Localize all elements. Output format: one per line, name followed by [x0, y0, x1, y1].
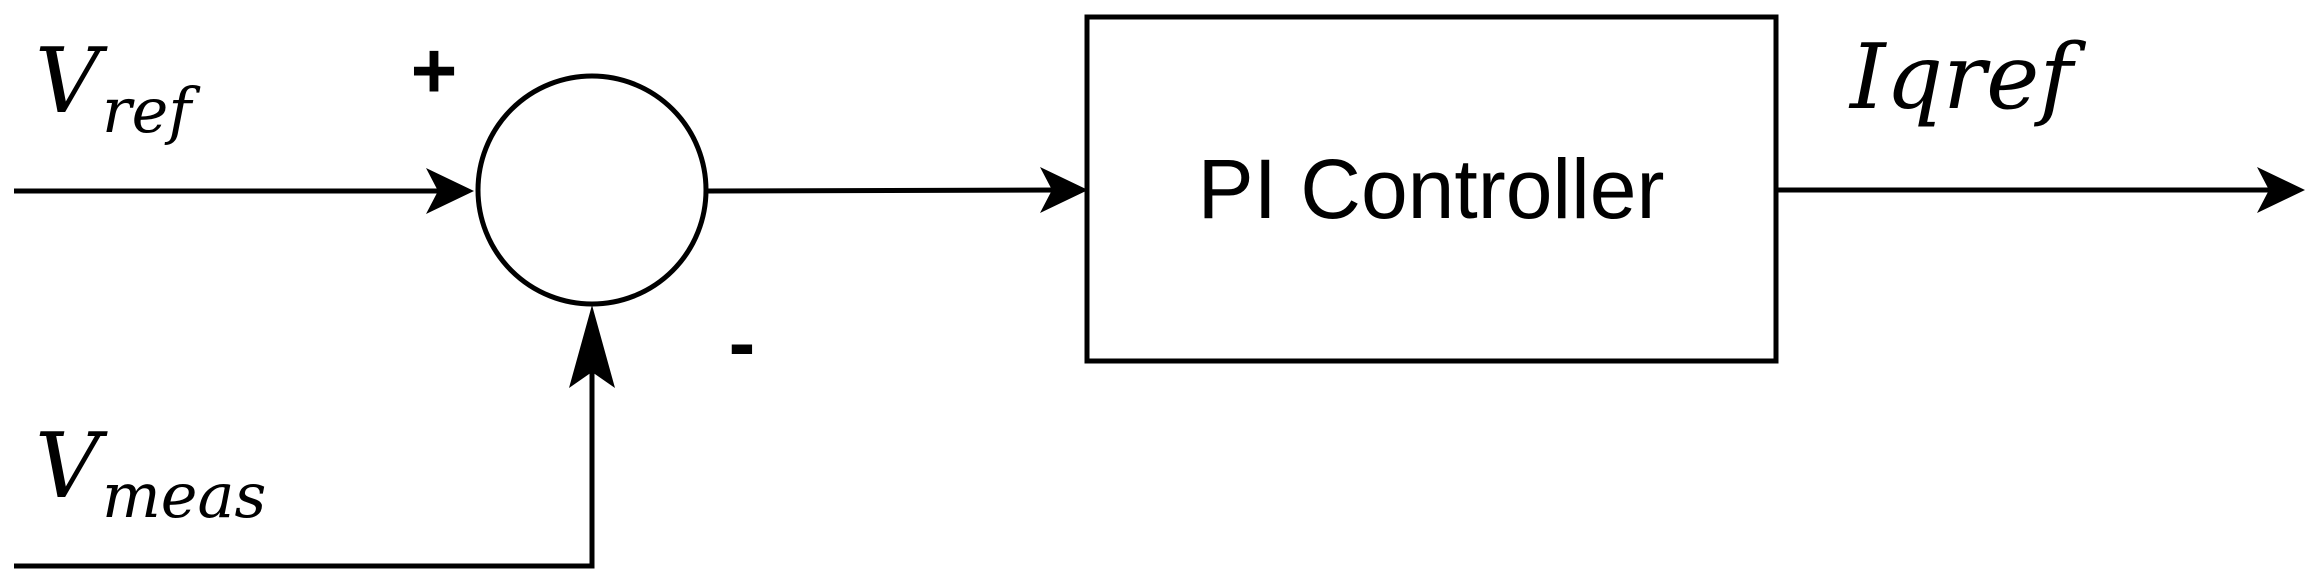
- vref-main: V: [35, 29, 108, 134]
- pi-controller-label: PI Controller: [1198, 142, 1665, 236]
- vmeas-main: V: [35, 414, 108, 519]
- vmeas-subscript: meas: [102, 459, 266, 532]
- pi-controller-block: [1084, 14, 1779, 364]
- plus-sign: +: [411, 26, 458, 115]
- iqref-label: Iqref: [1848, 25, 2086, 130]
- vref-subscript: ref: [102, 74, 201, 147]
- summing-junction: [475, 73, 709, 307]
- output-arrowhead: [2257, 167, 2305, 213]
- vmeas-wire: [14, 350, 595, 569]
- vmeas-label: Vmeas: [35, 414, 266, 532]
- vref-label: Vref: [35, 29, 201, 147]
- error-arrowhead: [1040, 167, 1088, 213]
- vmeas-arrowhead: [569, 305, 615, 388]
- minus-sign: -: [729, 298, 756, 387]
- error-wire: [706, 187, 1065, 194]
- vref-arrowhead: [426, 168, 474, 214]
